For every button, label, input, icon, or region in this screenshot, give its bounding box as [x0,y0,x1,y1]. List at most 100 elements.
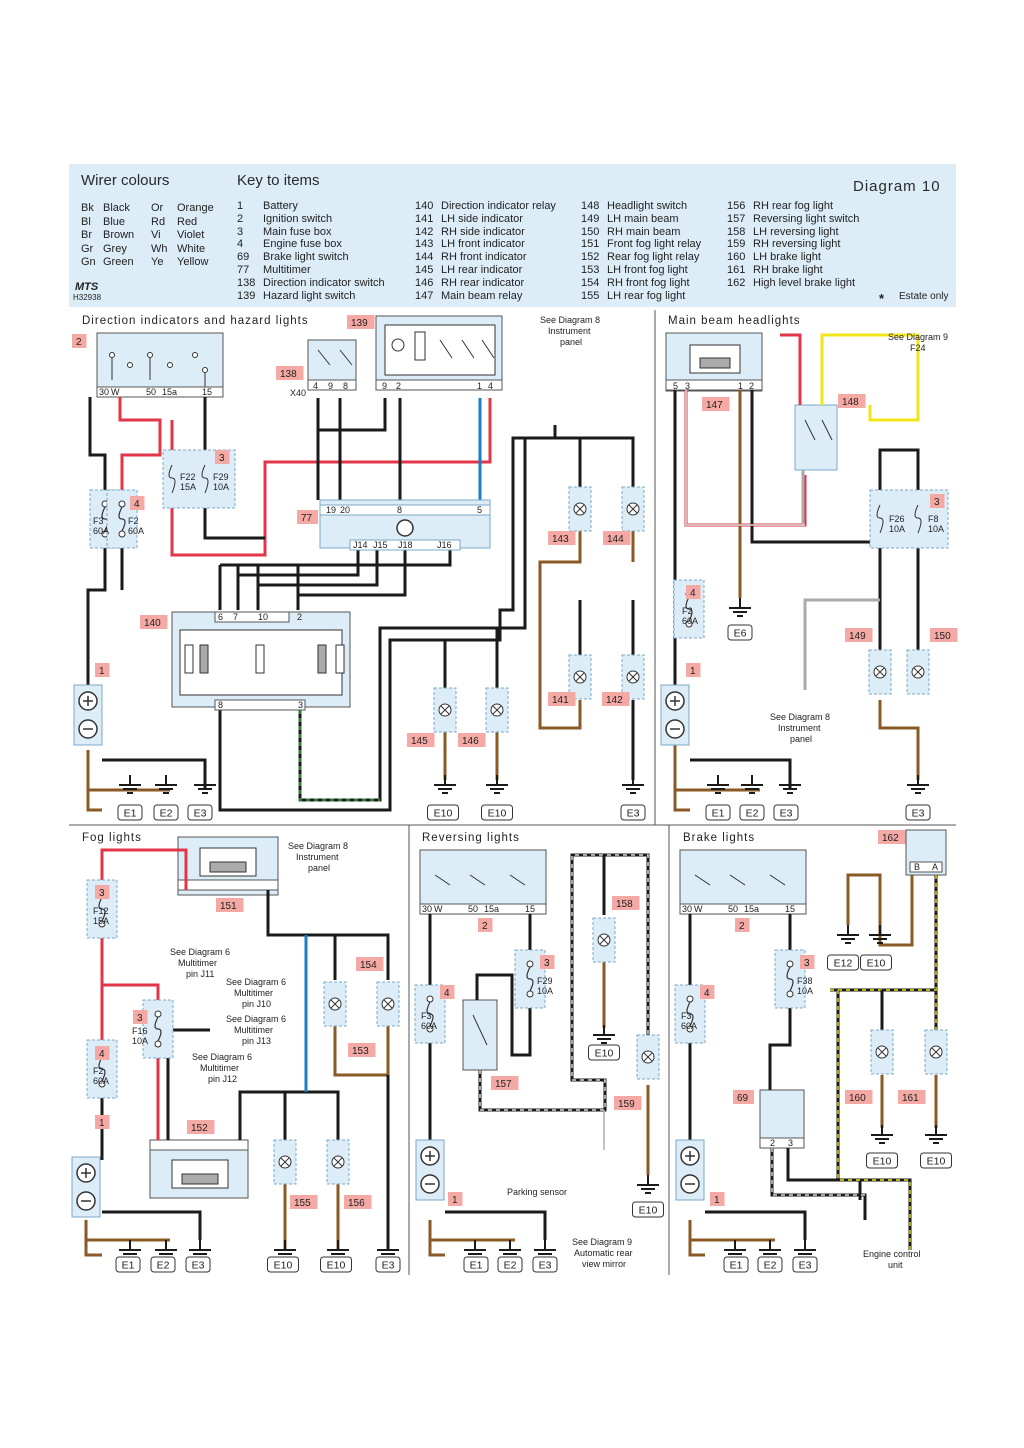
wire-colour-code: Ye [151,256,164,269]
key-item-number: 140 [415,200,434,212]
note-view-mirror: view mirror [582,1259,626,1269]
key-item-number: 144 [415,251,434,264]
item-badge-label: 1 [99,666,105,677]
fuse-f3c-rating: 60A [681,1021,697,1031]
key-item-label: Engine fuse box [263,238,342,251]
ground-point: E10 [320,1256,352,1273]
note-pin-j11: pin J11 [186,969,214,979]
brake-pin: 15 [785,904,795,914]
item-badge-label: 159 [618,1099,635,1110]
ground-label: E2 [157,1260,170,1272]
svg-text:2: 2 [396,381,401,391]
svg-text:5: 5 [673,381,678,391]
diagram-label: Diagram 10 [853,178,941,195]
brake-pin: 15a [744,904,759,914]
wire-colour-code: Rd [151,215,166,228]
item-badge-label: 2 [739,921,745,932]
item-badge-label: 158 [616,899,633,910]
ground-point: E10 [267,1256,299,1273]
key-item-label: RH rear indicator [441,276,525,289]
svg-text:9: 9 [328,381,333,391]
item-badge: 158 [612,896,640,910]
key-item-label: Battery [263,200,298,212]
item-badge-label: 3 [99,888,105,899]
key-item-number: 157 [727,212,746,225]
note-engine-control: Engine control [863,1249,921,1259]
ground-label: E3 [780,808,793,820]
ground-label: E3 [912,808,925,820]
note-instrument-fog: Instrument [296,852,339,862]
section-title-reversing: Reversing lights [422,832,520,844]
note-see-diagram8-mb: See Diagram 8 [770,712,830,722]
item-badge: 1 [686,663,701,677]
item-badge-label: 141 [552,695,569,706]
ground-label: E2 [160,808,173,820]
key-item-label: Direction indicator relay [441,200,556,212]
key-item-number: 161 [727,263,746,276]
item-badge-label: 149 [849,631,866,642]
key-item-label: Main fuse box [263,225,332,238]
key-item-label: RH reversing light [753,238,841,251]
wire-colours-title: Wirer colours [81,172,170,189]
svg-text:8: 8 [343,381,348,391]
wire-colour-name: Yellow [177,256,209,269]
brake-pin: W [694,904,703,914]
wire-colour-name: Grey [103,242,127,255]
key-item-label: LH rear fog light [607,289,686,302]
fuse-f22-rating: 15A [180,482,196,492]
svg-text:9: 9 [382,381,387,391]
key-item-number: 146 [415,276,434,289]
section-title-fog: Fog lights [82,832,142,844]
relay-pin: 8 [218,700,223,710]
rev-pin: 50 [468,904,478,914]
ground-point: E10 [588,1044,620,1061]
item-badge: 161 [898,1090,926,1104]
ground-point: E2 [153,804,179,821]
ground-label: E6 [734,628,747,640]
brake-pin: 50 [728,904,738,914]
rev-pin: W [434,904,443,914]
ground-point: E2 [757,1256,783,1273]
multitimer-pin-j16: J16 [437,540,452,550]
multitimer-pin-j14: J14 [353,540,368,550]
item-badge: 3 [930,494,945,508]
note-multitimer-j11: Multitimer [178,958,217,968]
item-badge-label: 3 [219,453,225,464]
item-badge-label: 4 [704,988,710,999]
item-badge-label: 4 [99,1049,105,1060]
key-item-label: High level brake light [753,276,856,289]
fuse-f3b-label: F3 [421,1011,432,1021]
brake-pin: 30 [682,904,692,914]
key-item-number: 69 [237,251,250,264]
key-item-number: 154 [581,276,600,289]
wire-colour-code: Vi [151,229,161,242]
key-item-label: Hazard light switch [263,289,356,302]
key-item-number: 152 [581,251,600,264]
item-badge-label: 3 [934,497,940,508]
ground-point: E10 [427,804,459,821]
key-item: 140 Direction indicator relay [415,200,556,213]
item-badge-label: 150 [934,631,951,642]
ground-point: E10 [920,1152,952,1169]
key-item-number: 143 [415,238,434,251]
item-badge-label: 145 [411,736,428,747]
multitimer-pin: 19 [326,505,336,515]
item-badge: 150 [930,628,958,642]
ground-label: E10 [274,1260,293,1272]
fuse-f29b-rating: 10A [537,986,553,996]
fuse-f26-label: F26 [889,514,905,524]
multitimer-pin-j18: J18 [398,540,413,550]
item-badge: 1 [95,1115,110,1129]
note-multitimer-j13: Multitimer [234,1025,273,1035]
note-see9-mirror: See Diagram 9 [572,1237,632,1247]
